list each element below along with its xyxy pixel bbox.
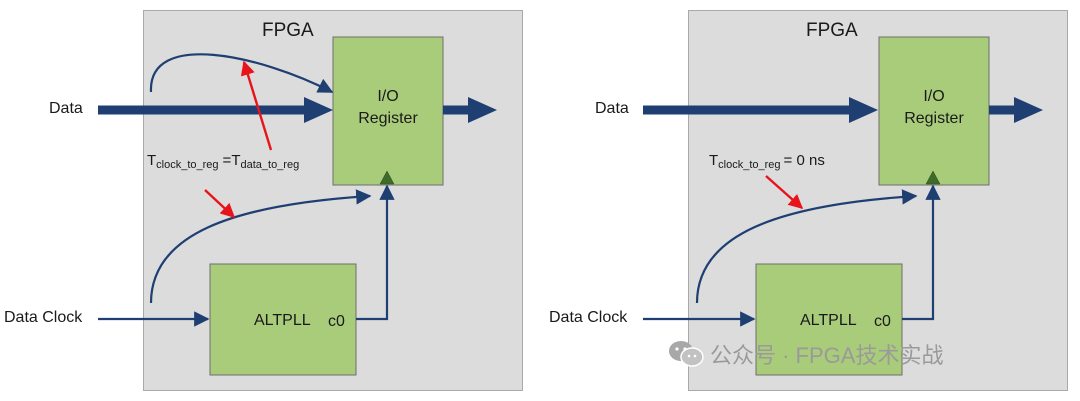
equals-sign-left: =: [222, 152, 232, 169]
data-path-curve-left: [149, 53, 334, 93]
clock-path-curve-left: [149, 189, 372, 304]
watermark: 公众号 · FPGA技术实战: [668, 338, 943, 374]
t-data-subscript-left: data_to_reg: [240, 159, 300, 171]
pll-output-label-right: c0: [874, 313, 891, 330]
altpll-label-left: ALTPLL: [254, 312, 311, 329]
clock-input-marker-left: [379, 170, 395, 185]
left-diagram: [98, 36, 497, 376]
io-register-line1-right: I/O: [923, 88, 945, 105]
t-clock-subscript-right: clock_to_reg: [718, 159, 781, 171]
wechat-icon: [668, 340, 704, 374]
watermark-text: 公众号 · FPGA技术实战: [710, 343, 944, 368]
data-bus-out-arrowhead-left: [468, 97, 497, 123]
fpga-label-right: FPGA: [806, 20, 858, 41]
io-register-line2-right: Register: [904, 110, 964, 127]
data-bus-out-arrowhead-right: [1014, 97, 1043, 123]
data-input-label-right: Data: [595, 100, 629, 117]
io-register-line1-left: I/O: [377, 88, 399, 105]
t-clock-symbol-left: T: [147, 152, 157, 169]
data-input-label-left: Data: [49, 100, 83, 117]
red-arrow-clock-right: [765, 175, 804, 209]
io-register-line2-left: Register: [358, 110, 418, 127]
timing-equation-left: Tclock_to_reg=Tdata_to_reg: [147, 152, 299, 171]
red-arrow-data-left: [240, 60, 273, 151]
io-register-block-right: [878, 36, 990, 186]
t-clock-symbol-right: T: [709, 152, 719, 169]
fpga-label-left: FPGA: [262, 20, 314, 41]
io-register-label-left: I/O Register: [333, 86, 443, 130]
altpll-label-right: ALTPLL: [800, 312, 857, 329]
timing-equation-right: Tclock_to_reg= 0 ns: [709, 152, 825, 171]
data-bus-in-arrowhead-right: [849, 97, 878, 123]
io-register-block-left: [332, 36, 444, 186]
clock-input-label-left: Data Clock: [4, 309, 83, 326]
data-bus-in-arrowhead-left: [304, 97, 333, 123]
right-diagram: [643, 36, 1043, 376]
t-clock-subscript-left: clock_to_reg: [156, 159, 219, 171]
pll-output-line-right: [902, 184, 941, 321]
red-arrow-clock-left: [204, 189, 236, 218]
altpll-block-right: [755, 263, 903, 376]
timing-value-right: = 0 ns: [783, 152, 825, 169]
clock-path-curve-right: [695, 189, 918, 304]
clock-input-label-right: Data Clock: [549, 309, 628, 326]
io-register-label-right: I/O Register: [879, 86, 989, 130]
altpll-block-left: [209, 263, 357, 376]
clock-input-marker-right: [925, 170, 941, 185]
t-data-symbol-left: T: [231, 152, 241, 169]
pll-output-line-left: [356, 184, 395, 321]
pll-output-label-left: c0: [328, 313, 345, 330]
